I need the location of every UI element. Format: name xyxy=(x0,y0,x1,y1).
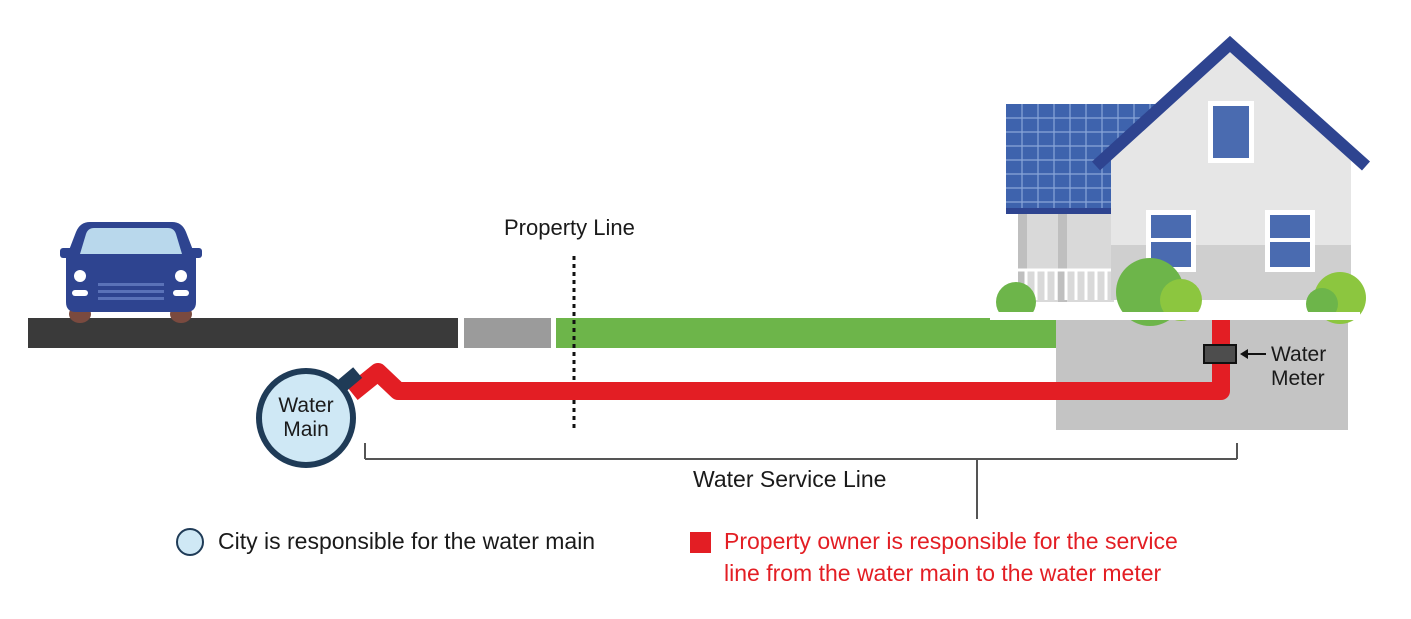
house-ground xyxy=(1056,318,1348,430)
house-icon xyxy=(990,35,1371,326)
sidewalk xyxy=(464,318,551,348)
service-line-bracket xyxy=(364,443,1238,519)
car-icon xyxy=(60,222,202,323)
legend-owner-text-line1: Property owner is responsible for the se… xyxy=(724,528,1178,554)
legend-city-text: City is responsible for the water main xyxy=(218,528,596,554)
water-service-line-label: Water Service Line xyxy=(693,466,887,492)
arrow-left-icon xyxy=(1240,349,1266,359)
water-meter-label-line2: Meter xyxy=(1271,367,1325,390)
legend-city-marker xyxy=(176,528,204,556)
water-meter-icon xyxy=(1203,344,1237,364)
street xyxy=(28,318,458,348)
lawn xyxy=(556,318,1056,348)
service-pipe xyxy=(346,318,1230,401)
property-line-label: Property Line xyxy=(504,215,635,240)
water-main-icon xyxy=(256,368,356,468)
water-main-label-line2: Main xyxy=(283,418,329,441)
legend-owner-text-line2: line from the water main to the water me… xyxy=(724,560,1162,586)
water-meter-label-line1: Water xyxy=(1271,343,1327,366)
pipe-connector xyxy=(337,367,363,391)
water-main-label-line1: Water xyxy=(278,394,334,417)
legend-owner-marker xyxy=(690,532,711,553)
